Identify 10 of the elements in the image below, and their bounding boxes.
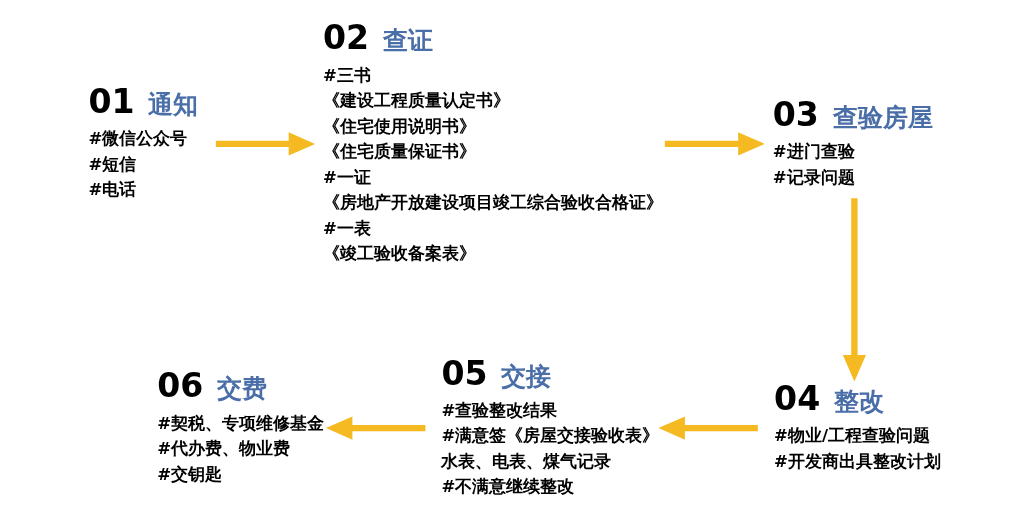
node-text: 01 通知 #微信公众号 #短信 #电话: [87, 82, 198, 200]
node-text: 06 交费 #契税、专项维修基金 #代办费、物业费 #交钥匙: [156, 366, 324, 484]
node-text: 05 交接 #查验整改结果 #满意签《房屋交接验收表》 水表、电表、煤气记录 #不满意继续整改: [440, 353, 659, 497]
arrow: [215, 132, 315, 156]
arrow: [658, 416, 758, 440]
arrow: [325, 416, 425, 440]
node-text: 02 查证 #三书 《建设工程质量认定书》 《住宅使用说明书》 《住宅质量保证书》 #一证 《房地产开放建设项目竣工综合验收合格证》 #一表 《竣工验收备案表》: [322, 18, 663, 264]
node-text: 03 查验房屋 #进门查验 #记录问题: [772, 94, 933, 187]
node-text: 04 整改 #物业/工程查验问题 #开发商出具整改计划: [773, 379, 941, 471]
arrow: [664, 132, 765, 156]
